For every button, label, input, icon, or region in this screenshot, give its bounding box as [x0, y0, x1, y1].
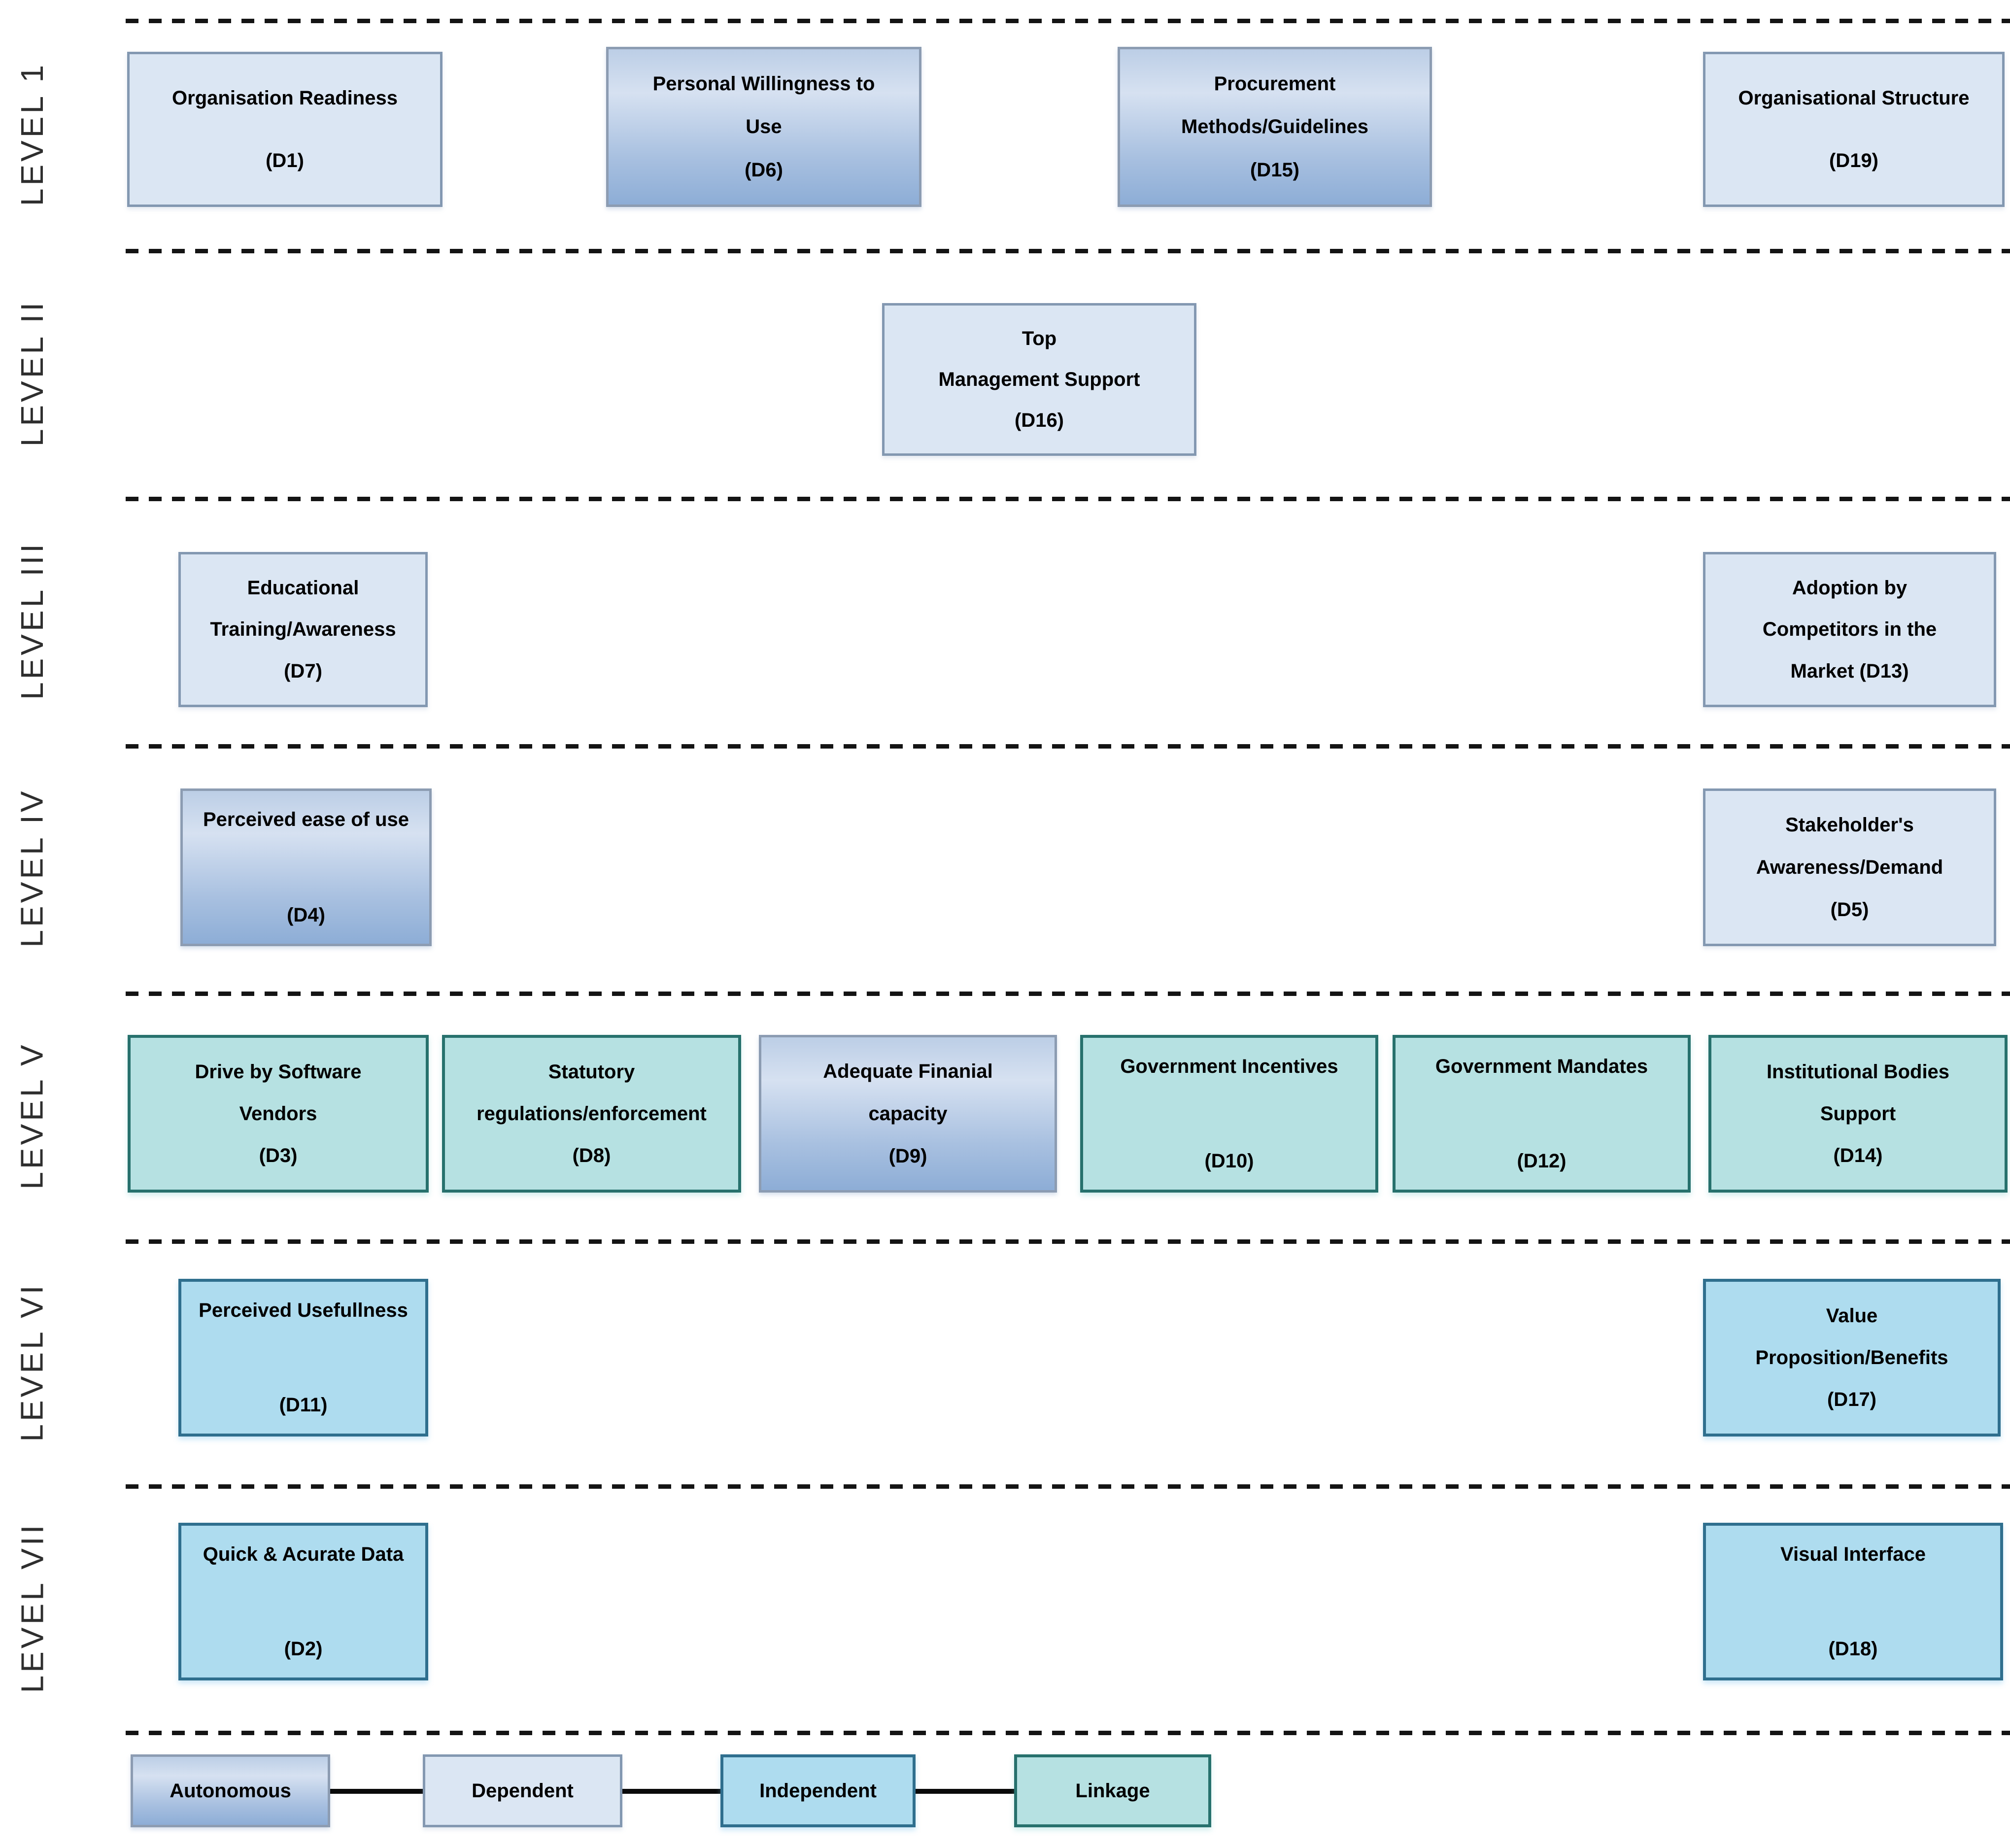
- level-label-1: LEVEL 1: [14, 62, 50, 206]
- factor-box-d13: Adoption by Competitors in the Market (D…: [1703, 552, 1996, 707]
- factor-code: (D16): [1014, 409, 1064, 431]
- factor-title: Training/Awareness: [210, 618, 396, 641]
- legend-independent: Independent: [720, 1754, 916, 1827]
- legend-label: Dependent: [472, 1780, 574, 1802]
- factor-code: (D9): [888, 1145, 927, 1167]
- factor-code: (D1): [266, 149, 304, 171]
- factor-code: (D12): [1517, 1150, 1567, 1172]
- factor-title: Stakeholder's: [1785, 814, 1914, 836]
- factor-title: Drive by Software: [195, 1061, 362, 1083]
- factor-box-d10: Government Incentives (D10): [1080, 1035, 1378, 1193]
- factor-title: Support: [1820, 1102, 1896, 1125]
- legend-connector: [622, 1789, 720, 1794]
- legend-connector: [330, 1789, 423, 1794]
- level-label-6: LEVEL VI: [14, 1282, 50, 1442]
- factor-box-d2: Quick & Acurate Data (D2): [178, 1523, 428, 1680]
- factor-title: Government Incentives: [1120, 1056, 1338, 1077]
- factor-box-d16: Top Management Support (D16): [882, 303, 1196, 456]
- factor-title: Perceived ease of use: [203, 809, 409, 830]
- factor-code: (D8): [572, 1145, 611, 1167]
- level-separator: [126, 1731, 2010, 1735]
- factor-code: (D19): [1829, 149, 1879, 171]
- factor-title: Visual Interface: [1780, 1543, 1926, 1565]
- factor-code: (D2): [284, 1638, 323, 1660]
- level-separator: [126, 497, 2010, 501]
- factor-title: Management Support: [938, 368, 1140, 390]
- factor-box-d15: Procurement Methods/Guidelines (D15): [1118, 47, 1432, 207]
- factor-title: Institutional Bodies: [1766, 1061, 1950, 1083]
- factor-box-d1: Organisation Readiness (D1): [127, 52, 443, 207]
- factor-title: Awareness/Demand: [1756, 856, 1943, 878]
- factor-title: Government Mandates: [1435, 1056, 1648, 1077]
- factor-box-d11: Perceived Usefullness (D11): [178, 1279, 428, 1437]
- factor-title: Educational: [247, 577, 359, 599]
- factor-title: Vendors: [239, 1102, 317, 1125]
- level-label-4: LEVEL IV: [14, 788, 50, 948]
- factor-code: (D10): [1204, 1150, 1254, 1172]
- legend-label: Linkage: [1075, 1780, 1150, 1802]
- factor-code: (D11): [279, 1394, 328, 1416]
- level-label-2: LEVEL II: [14, 299, 50, 446]
- factor-title: Top: [1022, 328, 1057, 350]
- factor-code: (D15): [1250, 159, 1300, 181]
- factor-title: Competitors in the: [1762, 618, 1937, 641]
- factor-title: Proposition/Benefits: [1755, 1346, 1948, 1369]
- factor-box-d19: Organisational Structure (D19): [1703, 52, 2005, 207]
- factor-code: (D4): [287, 904, 325, 926]
- factor-box-d3: Drive by Software Vendors (D3): [128, 1035, 429, 1193]
- level-separator: [126, 1239, 2010, 1244]
- level-separator: [126, 19, 2010, 23]
- factor-title: Personal Willingness to: [652, 72, 875, 95]
- factor-box-d5: Stakeholder's Awareness/Demand (D5): [1703, 788, 1996, 946]
- factor-box-d8: Statutory regulations/enforcement (D8): [442, 1035, 741, 1193]
- factor-title: Use: [746, 116, 782, 138]
- legend-linkage: Linkage: [1014, 1754, 1211, 1827]
- factor-box-d9: Adequate Finanial capacity (D9): [759, 1035, 1057, 1193]
- factor-box-d14: Institutional Bodies Support (D14): [1708, 1035, 2008, 1193]
- legend-autonomous: Autonomous: [131, 1754, 330, 1827]
- factor-title: Quick & Acurate Data: [203, 1543, 404, 1565]
- factor-code: (D5): [1830, 899, 1869, 921]
- factor-code: (D6): [745, 159, 783, 181]
- factor-title: Organisation Readiness: [172, 87, 398, 109]
- level-separator: [126, 744, 2010, 749]
- level-label-7: LEVEL VII: [14, 1522, 50, 1693]
- factor-title: Methods/Guidelines: [1181, 116, 1369, 138]
- level-separator: [126, 992, 2010, 996]
- factor-title: capacity: [868, 1103, 948, 1125]
- factor-code: (D18): [1828, 1638, 1878, 1660]
- factor-title: Perceived Usefullness: [199, 1300, 408, 1321]
- factor-title: Adequate Finanial: [823, 1061, 993, 1082]
- level-label-3: LEVEL III: [14, 541, 50, 700]
- factor-title: Procurement: [1214, 72, 1336, 95]
- level-separator: [126, 1484, 2010, 1489]
- legend-label: Autonomous: [170, 1780, 291, 1802]
- factor-title: Organisational Structure: [1738, 87, 1970, 109]
- level-label-5: LEVEL V: [14, 1041, 50, 1190]
- legend-dependent: Dependent: [423, 1754, 622, 1827]
- legend-label: Independent: [759, 1780, 877, 1802]
- factor-box-d4: Perceived ease of use (D4): [180, 788, 432, 946]
- factor-title: regulations/enforcement: [477, 1102, 707, 1125]
- factor-title: Statutory: [548, 1061, 635, 1083]
- legend-connector: [916, 1789, 1014, 1794]
- factor-box-d17: Value Proposition/Benefits (D17): [1703, 1279, 2001, 1437]
- level-separator: [126, 249, 2010, 253]
- factor-box-d12: Government Mandates (D12): [1393, 1035, 1691, 1193]
- factor-code: Market (D13): [1790, 660, 1909, 682]
- factor-title: Value: [1826, 1304, 1878, 1327]
- factor-box-d18: Visual Interface (D18): [1703, 1523, 2003, 1680]
- factor-code: (D14): [1833, 1145, 1883, 1167]
- factor-box-d7: Educational Training/Awareness (D7): [178, 552, 428, 707]
- factor-code: (D3): [259, 1145, 298, 1167]
- factor-code: (D17): [1827, 1389, 1877, 1411]
- factor-title: Adoption by: [1792, 577, 1908, 599]
- factor-code: (D7): [284, 660, 322, 682]
- factor-box-d6: Personal Willingness to Use (D6): [606, 47, 921, 207]
